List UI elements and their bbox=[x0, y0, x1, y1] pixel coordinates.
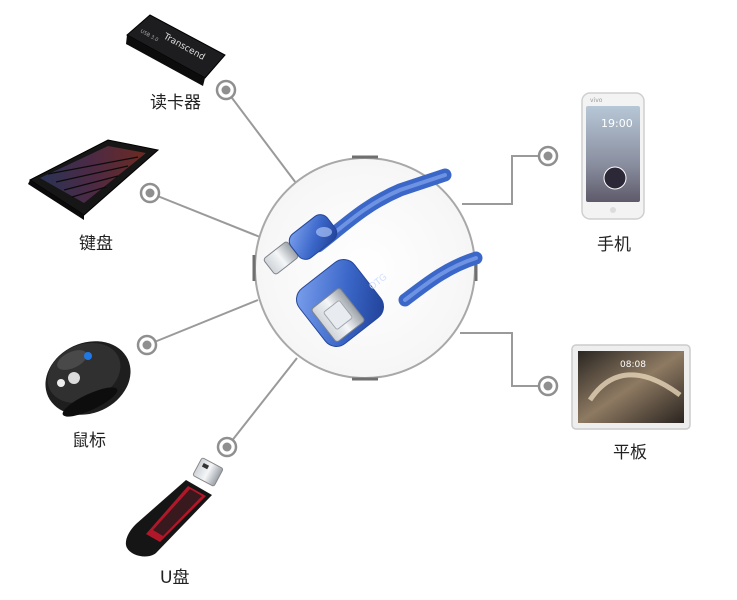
node-keyboard bbox=[139, 182, 161, 204]
node-markers bbox=[136, 79, 559, 458]
label-tablet: 平板 bbox=[613, 443, 647, 463]
usb-drive-image bbox=[125, 457, 224, 557]
card-reader-image: Transcend USB 3.0 bbox=[126, 14, 226, 86]
usb-a-female-socket: OTG bbox=[296, 259, 389, 347]
keyboard-image bbox=[28, 139, 160, 220]
node-tablet bbox=[537, 375, 559, 397]
otg-cable-hub: OTG bbox=[252, 155, 483, 381]
label-mouse: 鼠标 bbox=[72, 431, 106, 451]
label-card-reader: 读卡器 bbox=[150, 93, 201, 113]
phone-brand-text: vivo bbox=[590, 97, 603, 104]
line-tablet bbox=[460, 332, 548, 387]
label-keyboard: 键盘 bbox=[79, 234, 113, 254]
connector-lines bbox=[146, 89, 548, 448]
tablet-image: 08:08 bbox=[571, 344, 691, 430]
line-usb-drive bbox=[226, 357, 298, 448]
node-card-reader bbox=[215, 79, 237, 101]
phone-clock: 19:00 bbox=[601, 117, 633, 130]
tablet-clock: 08:08 bbox=[620, 360, 646, 370]
mouse-image bbox=[45, 341, 131, 417]
line-card-reader bbox=[225, 89, 297, 184]
node-phone bbox=[537, 145, 559, 167]
label-phone: 手机 bbox=[597, 235, 631, 255]
node-usb-drive bbox=[216, 436, 238, 458]
line-phone bbox=[462, 155, 548, 205]
micro-usb-plug bbox=[263, 214, 338, 275]
line-mouse bbox=[146, 299, 259, 346]
label-usb-drive: U盘 bbox=[160, 568, 190, 588]
line-keyboard bbox=[149, 192, 261, 238]
node-mouse bbox=[136, 334, 158, 356]
phone-image: vivo 19:00 bbox=[581, 92, 645, 220]
